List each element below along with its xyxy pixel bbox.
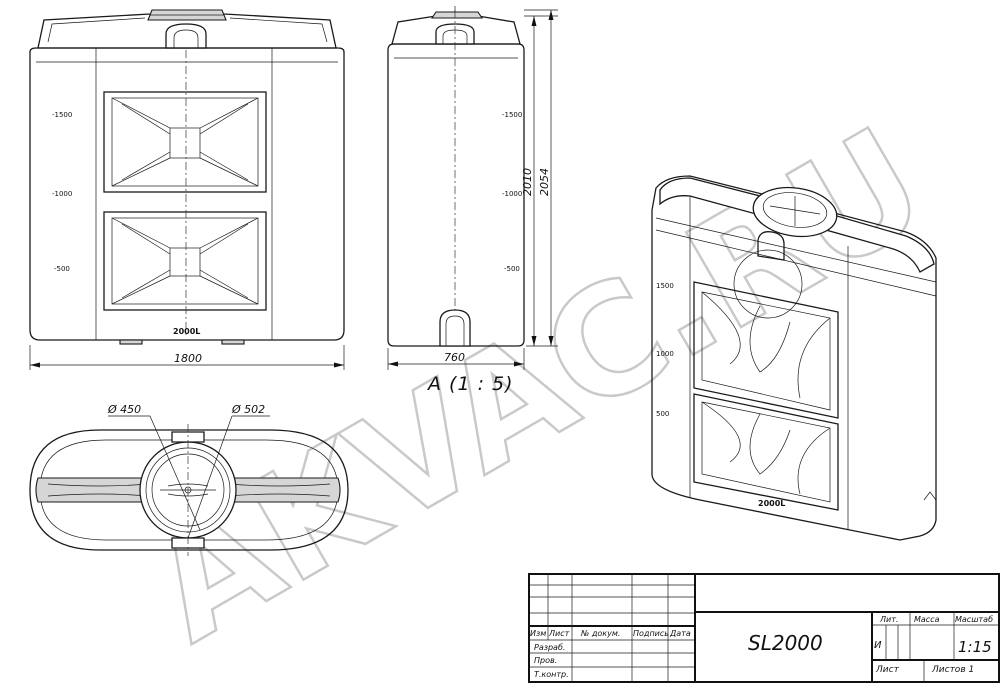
- isometric-view: 1500 1000 500 2000L: [651, 175, 937, 541]
- front-view: -1500 -1000 -500 2000L 1800: [29, 9, 345, 370]
- tb-scale-value: 1:15: [958, 638, 992, 656]
- tb-lit-header: Лит.: [879, 615, 898, 624]
- tb-list: Лист: [548, 629, 570, 638]
- tb-izm: Изм: [530, 629, 546, 638]
- side-level-1000: -1000: [502, 190, 522, 198]
- front-level-500: -500: [54, 265, 70, 273]
- dim-lid-diameter: Ø 450: [107, 403, 141, 416]
- tb-sheets-label: Листов 1: [931, 665, 974, 675]
- dim-neck-diameter: Ø 502: [231, 403, 265, 416]
- tb-razrab: Разраб.: [534, 643, 565, 652]
- section-label: A (1 : 5): [426, 373, 514, 395]
- tb-prov: Пров.: [534, 656, 557, 665]
- dim-total-height: 2054: [538, 168, 551, 196]
- tb-designation: SL2000: [748, 631, 823, 655]
- dim-body-height: 2010: [521, 168, 534, 196]
- tb-scale-header: Масштаб: [955, 615, 993, 624]
- tb-sign: Подпись: [633, 629, 669, 638]
- dim-front-width: 1800: [174, 352, 202, 365]
- front-level-1000: -1000: [52, 190, 72, 198]
- tb-sheet-label: Лист: [875, 665, 900, 675]
- side-level-1500: -1500: [502, 111, 522, 119]
- top-view: Ø 450 Ø 502: [29, 403, 349, 556]
- tb-mass-header: Масса: [914, 615, 940, 624]
- iso-level-1000: 1000: [656, 350, 674, 358]
- title-block: Изм Лист № докум. Подпись Дата Разраб. П…: [528, 573, 1000, 683]
- tb-lit-value: И: [874, 640, 882, 651]
- side-level-500: -500: [504, 265, 520, 273]
- front-level-1500: -1500: [52, 111, 72, 119]
- iso-volume-label: 2000L: [758, 499, 785, 508]
- iso-level-500: 500: [656, 410, 669, 418]
- tb-date: Дата: [669, 629, 691, 638]
- iso-level-1500: 1500: [656, 282, 674, 290]
- front-volume-label: 2000L: [173, 327, 200, 336]
- tb-doc: № докум.: [580, 629, 620, 638]
- tb-tkontr: Т.контр.: [534, 670, 569, 679]
- dim-side-width: 760: [444, 351, 465, 364]
- side-view: -1500 -1000 -500 760 2010 2054 A (1 : 5): [387, 6, 558, 395]
